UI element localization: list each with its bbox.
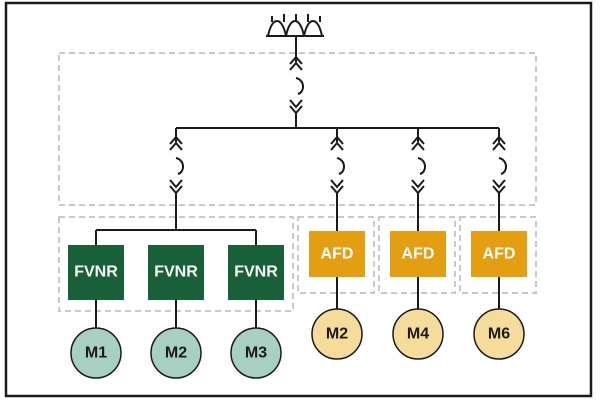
starter-label: FVNR — [234, 264, 278, 281]
starter-label: FVNR — [154, 264, 198, 281]
starter-box — [68, 245, 124, 300]
motor-circle — [473, 308, 525, 360]
motor-label: M6 — [488, 326, 510, 343]
motor-circle — [230, 327, 282, 379]
starter-label: AFD — [321, 246, 354, 263]
motor-label: M2 — [165, 345, 187, 362]
afd-1-disconnect-icon — [330, 136, 346, 194]
starter-label: FVNR — [74, 264, 118, 281]
motor-label: M1 — [85, 345, 107, 362]
motor-circle — [70, 327, 122, 379]
starter-box — [148, 245, 204, 300]
motor-circle — [311, 308, 363, 360]
main-disconnect-icon — [289, 56, 305, 114]
motor-circle — [392, 308, 444, 360]
afd-2-disconnect-icon — [411, 136, 427, 194]
outer-frame — [4, 1, 593, 398]
motor-circle — [150, 327, 202, 379]
motor-label: M2 — [326, 326, 348, 343]
starter-box — [471, 231, 527, 277]
starter-box — [390, 231, 446, 277]
fvnr-feeder-disconnect-icon — [169, 136, 185, 194]
main-section-enclosure — [58, 52, 537, 206]
starter-box — [228, 245, 284, 300]
motor-label: M3 — [245, 345, 267, 362]
starter-box — [309, 231, 365, 277]
afd-3-disconnect-icon — [492, 136, 508, 194]
motor-label: M4 — [407, 326, 429, 343]
starter-label: AFD — [483, 246, 516, 263]
starter-label: AFD — [402, 246, 435, 263]
transformer-icon — [266, 14, 324, 37]
